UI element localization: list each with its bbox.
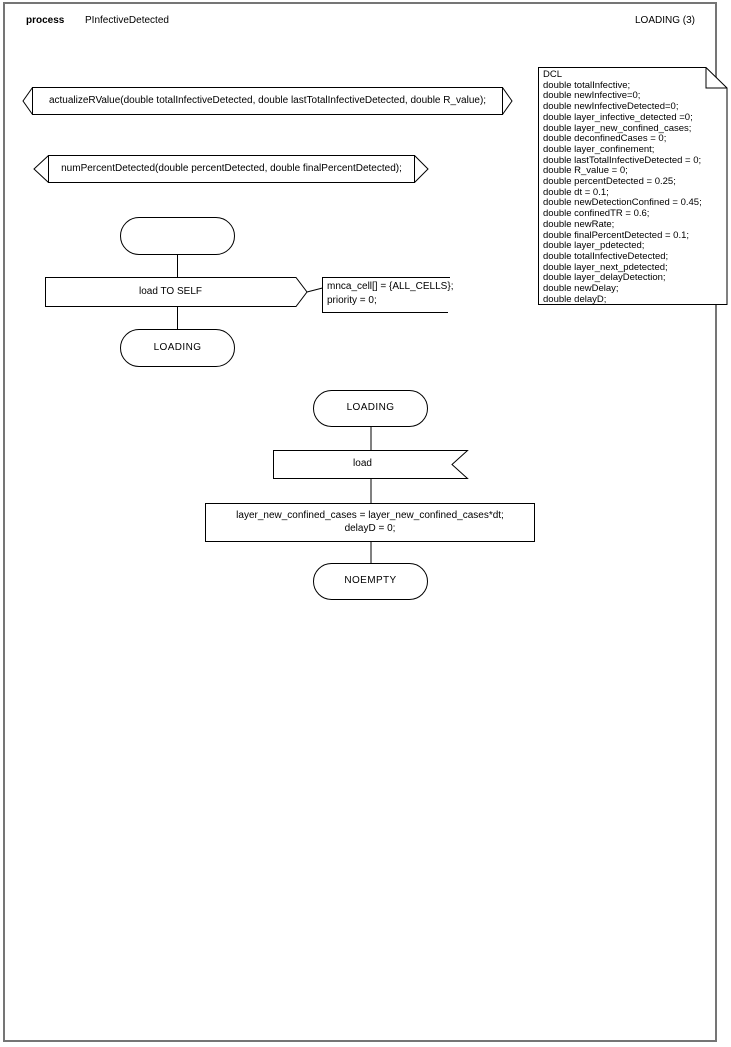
comment-line: mnca_cell[] = {ALL_CELLS}; bbox=[327, 281, 454, 292]
declaration-line: double layer_pdetected; bbox=[543, 240, 645, 252]
procedure-label-numPercentDetected: numPercentDetected(double percentDetecte… bbox=[61, 162, 402, 174]
task-line: layer_new_confined_cases = layer_new_con… bbox=[236, 510, 504, 521]
declaration-line: double layer_new_confined_cases; bbox=[543, 122, 692, 134]
comment-symbol-mnca-cell[interactable] bbox=[322, 277, 451, 313]
declaration-line: double percentDetected = 0.25; bbox=[543, 176, 676, 188]
task-symbol-confined-cases[interactable] bbox=[205, 503, 535, 542]
declaration-line: double layer_delayDetection; bbox=[543, 272, 666, 284]
declaration-line: double finalPercentDetected = 0.1; bbox=[543, 229, 690, 241]
declaration-line: double layer_next_pdetected; bbox=[543, 261, 668, 273]
output-symbol-load-to-self[interactable] bbox=[45, 277, 308, 307]
declaration-line: double deconfinedCases = 0; bbox=[543, 133, 667, 145]
declaration-line: double newInfective=0; bbox=[543, 90, 641, 102]
state-label-loading: LOADING bbox=[346, 402, 395, 413]
declaration-line: double totalInfective; bbox=[543, 79, 631, 91]
declaration-line: double newDetectionConfined = 0.45; bbox=[543, 197, 702, 209]
nextstate-symbol-noempty[interactable] bbox=[313, 563, 428, 600]
input-symbol-load[interactable] bbox=[273, 450, 469, 479]
declaration-line: double newRate; bbox=[543, 218, 615, 230]
declaration-line: double totalInfectiveDetected; bbox=[543, 250, 669, 262]
process-name-label: PInfectiveDetected bbox=[85, 15, 169, 26]
procedure-label-actualizeRValue: actualizeRValue(double totalInfectiveDet… bbox=[48, 94, 487, 106]
declaration-line: double R_value = 0; bbox=[543, 165, 628, 177]
nextstate-label-noempty: NOEMPTY bbox=[344, 575, 397, 586]
nextstate-symbol-loading[interactable] bbox=[120, 329, 235, 367]
declaration-line: double newDelay; bbox=[543, 283, 619, 295]
procedure-symbol-actualizeRValue[interactable] bbox=[22, 87, 513, 115]
page-frame bbox=[3, 2, 717, 1042]
declaration-line: DCL bbox=[543, 69, 563, 80]
task-line: delayD = 0; bbox=[344, 523, 396, 534]
nextstate-label-loading: LOADING bbox=[153, 341, 202, 353]
comment-link-line bbox=[306, 287, 323, 293]
declaration-line: double delayD; bbox=[543, 293, 607, 305]
declaration-line: double dt = 0.1; bbox=[543, 186, 609, 198]
declaration-line: double lastTotalInfectiveDetected = 0; bbox=[543, 154, 702, 166]
declaration-line: double layer_infective_detected =0; bbox=[543, 111, 693, 123]
declaration-line: double layer_confinement; bbox=[543, 143, 655, 155]
declarations-text-symbol[interactable] bbox=[538, 67, 728, 305]
output-label: load TO SELF bbox=[139, 286, 202, 297]
input-label: load bbox=[353, 458, 372, 469]
procedure-symbol-numPercentDetected[interactable] bbox=[33, 155, 429, 183]
declaration-line: double confinedTR = 0.6; bbox=[543, 208, 650, 220]
diagram-kind-label: process bbox=[26, 15, 65, 26]
start-state-symbol[interactable] bbox=[120, 217, 235, 255]
comment-line: priority = 0; bbox=[327, 295, 377, 306]
task-text: layer_new_confined_cases = layer_new_con… bbox=[205, 503, 535, 541]
state-page-label: LOADING (3) bbox=[634, 15, 695, 26]
comment-text: mnca_cell[] = {ALL_CELLS}; priority = 0; bbox=[327, 280, 454, 308]
declaration-line: double newInfectiveDetected=0; bbox=[543, 101, 679, 113]
